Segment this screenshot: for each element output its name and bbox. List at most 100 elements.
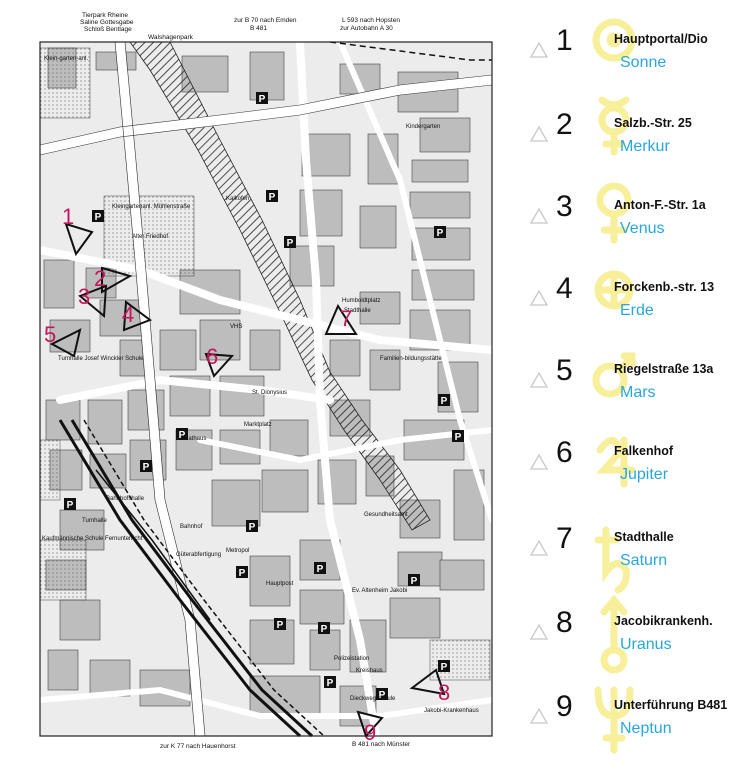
label-kaufm-schule: Kaufmännische Schule Fernunterricht [42,536,143,542]
label-metropol: Metropol [226,548,249,554]
station-marker-2[interactable]: 2 [94,266,133,294]
svg-text:P: P [143,462,150,473]
triangle-icon [530,540,548,556]
legend-location: Hauptportal/Dio [614,32,708,46]
legend-number: 4 [556,272,573,305]
legend-item-2[interactable]: 2 Salzb.-Str. 25 Merkur [520,104,742,174]
label-alter-friedhof: Alter Friedhof [132,234,168,240]
legend-item-6[interactable]: 6 Falkenhof Jupiter [520,432,742,502]
park-areas [39,47,491,681]
station-marker-4[interactable]: 4 [122,300,153,332]
marker-number-6: 6 [206,344,218,369]
legend-item-9[interactable]: 9 Unterführung B481 Neptun [520,686,742,756]
label-walshagenpark: Walshagenpark [148,34,194,41]
map-border [39,41,493,737]
marker-number-1: 1 [62,204,74,229]
label-stadthalle: Stadthalle [344,308,371,314]
legend-location: Unterführung B481 [614,698,728,712]
label-hauptpost: Hauptpost [266,581,294,587]
city-blocks [43,47,485,727]
triangle-icon [530,454,548,470]
station-marker-5[interactable]: 5 [44,322,82,358]
legend-location: Anton-F.-Str. 1a [614,198,706,212]
legend-item-4[interactable]: 4 Forckenb.-str. 13 Erde [520,268,742,338]
legend-planet: Uranus [620,636,672,653]
marker-number-9: 9 [364,720,376,745]
marker-number-7: 7 [340,306,352,331]
label-marktplatz: Marktplatz [244,422,272,428]
river-ems [129,41,431,531]
legend-number: 5 [556,354,573,387]
railway [58,41,492,738]
label-b481-top: B 481 [250,25,267,32]
legend-planet: Jupiter [620,466,669,483]
label-familienbildung: Familien-bildungsstätte [380,356,442,362]
label-bahnhofshalle: Bahnhofshalle [106,496,145,502]
triangle-icon [530,372,548,388]
label-tierpark: Tierpark Rheine [82,12,128,19]
label-gesundheitsamt: Gesundheitsamt [364,512,408,518]
marker-number-4: 4 [122,302,134,327]
planet-symbols-watermark [592,18,636,754]
legend-planet: Merkur [620,138,670,155]
label-emden: zur B 70 nach Emden [234,17,297,24]
legend-item-5[interactable]: 5 Riegelstraße 13a Mars [520,350,742,420]
legend-location: Stadthalle [614,530,674,544]
svg-text:P: P [95,212,102,223]
label-rathaus: Rathaus [184,436,206,442]
triangle-icon [530,208,548,224]
label-autobahn: zur Autobahn A 30 [340,25,393,32]
label-kindergarten: Kindergarten [406,124,440,130]
svg-text:P: P [327,678,334,689]
svg-text:P: P [379,690,386,701]
legend-planet: Erde [620,302,654,319]
legend-item-1[interactable]: 1 Hauptportal/Dio Sonne [520,20,742,90]
station-marker-6[interactable]: 6 [204,344,235,378]
legend-item-8[interactable]: 8 Jacobikrankenh. Uranus [520,602,742,672]
label-dieckwegschule: Dieckweg-schule [350,696,396,702]
label-vhs: VHS [230,324,242,330]
planet-legend: 1 Hauptportal/Dio Sonne 2 Salzb.-Str. 25… [520,0,742,784]
marker-number-8: 8 [438,680,450,705]
legend-planet: Sonne [620,54,667,71]
svg-text:P: P [441,662,448,673]
triangle-icon [530,290,548,306]
marker-number-5: 5 [44,322,56,347]
svg-text:P: P [287,238,294,249]
city-map[interactable]: P P P P P P P P P P P P P P P P P P P Ti… [0,0,520,784]
svg-text:P: P [277,620,284,631]
label-kreishaus: Kreishaus [356,668,383,674]
marker-number-3: 3 [78,284,90,309]
station-marker-3[interactable]: 3 [78,284,108,319]
map-svg: P P P P P P P P P P P P P P P P P P P Ti… [39,12,493,750]
label-schloss: Schloß Bentlage [84,26,132,33]
label-jakobikrankenhaus: Jakobi-Krankenhaus [424,708,479,714]
station-marker-1[interactable]: 1 [62,204,94,257]
svg-text:P: P [437,228,444,239]
svg-text:P: P [317,564,324,575]
label-saline: Saline Gottesgabe [80,19,134,26]
legend-item-7[interactable]: 7 Stadthalle Saturn [520,518,742,588]
station-marker-8[interactable]: 8 [409,668,450,705]
svg-text:P: P [269,192,276,203]
svg-text:P: P [455,432,462,443]
triangle-icon [530,42,548,58]
label-bahnhof: Bahnhof [180,524,203,530]
legend-planet: Saturn [620,552,668,569]
station-marker-9[interactable]: 9 [356,710,384,745]
svg-text:P: P [259,94,266,105]
legend-planet: Mars [620,384,656,401]
label-hauenhorst: zur K 77 nach Hauenhorst [160,743,236,750]
label-st-dionysius: St. Dionysius [252,390,287,396]
legend-location: Jacobikrankenh. [614,614,713,628]
legend-number: 8 [556,606,573,639]
legend-item-3[interactable]: 3 Anton-F.-Str. 1a Venus [520,186,742,256]
svg-text:P: P [441,396,448,407]
svg-text:P: P [179,430,186,441]
svg-text:P: P [239,568,246,579]
label-turnhalle-bottom: Turnhalle [82,518,107,524]
label-gueterabfertigung: Güterabfertigung [176,552,221,558]
legend-planet: Venus [620,220,665,237]
svg-text:P: P [321,624,328,635]
station-marker-7[interactable]: 7 [324,303,358,335]
